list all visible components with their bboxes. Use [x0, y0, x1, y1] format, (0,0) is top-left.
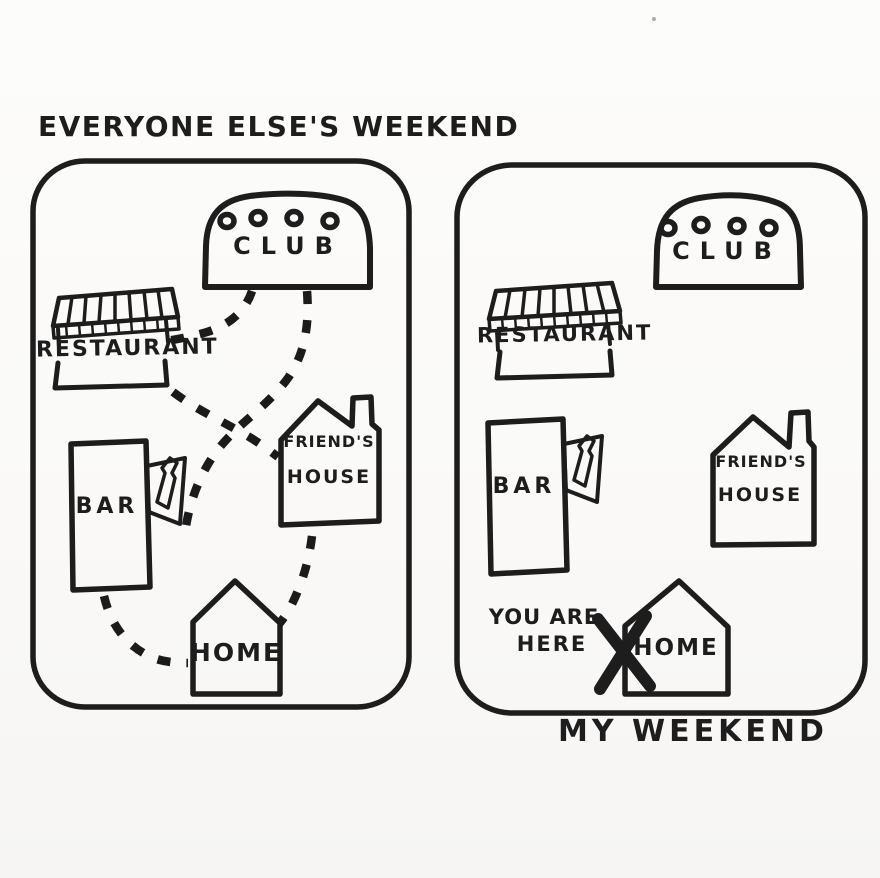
right-friends-house-label-line2: HOUSE — [717, 484, 803, 506]
left-restaurant-building — [52, 358, 170, 391]
left-map-title: EVERYONE ELSE'S WEEKEND — [38, 110, 520, 143]
route-bar-home — [99, 594, 189, 668]
fringe-tick — [500, 316, 505, 332]
awning-stripe — [156, 288, 164, 320]
bottle-icon — [572, 434, 596, 488]
you-are-here-label-line2: HERE — [516, 632, 588, 656]
right-bar-bottle-sign — [562, 434, 604, 504]
you-are-here-x-marker — [592, 610, 656, 695]
route-club-restaurant — [165, 289, 257, 346]
left-bar-label: BAR — [75, 494, 139, 519]
right-restaurant-label: RESTAURANT — [476, 320, 653, 348]
right-club-light-icon — [759, 218, 779, 238]
left-friends-house-building — [278, 394, 382, 528]
fringe-tick — [565, 312, 570, 328]
left-map-panel-outline — [30, 158, 412, 710]
bar-sign-flag — [562, 434, 604, 504]
fringe-tick — [552, 313, 557, 329]
fringe-tick — [578, 311, 583, 327]
right-map-title: MY WEEKEND — [558, 714, 828, 749]
awning-stripe — [127, 290, 133, 322]
fringe-tick — [539, 314, 544, 330]
awning-stripe — [536, 286, 542, 318]
left-home-label: HOME — [189, 638, 283, 667]
right-club-light-icon — [727, 216, 747, 236]
fringe-tick — [513, 315, 518, 331]
right-club-label: CLUB — [672, 237, 782, 265]
right-club-building — [653, 192, 804, 290]
left-club-light-icon — [284, 208, 304, 228]
left-club-building — [202, 190, 373, 290]
right-restaurant-awning-fringe — [487, 309, 623, 333]
right-friends-house-building — [710, 409, 817, 548]
awning-stripe — [66, 295, 74, 326]
left-awning-leg — [164, 319, 170, 344]
x-marker-stroke — [594, 610, 652, 695]
bar-sign-flag — [145, 456, 187, 526]
right-home-label: HOME — [633, 635, 719, 661]
bottle-icon — [155, 456, 179, 510]
right-restaurant-fringe-ticks — [500, 310, 609, 332]
awning-stripe — [581, 283, 589, 315]
left-home-building — [190, 578, 283, 697]
fringe-tick — [103, 320, 108, 336]
right-restaurant-building — [494, 348, 615, 381]
awning-stripe — [566, 284, 573, 316]
right-club-light-icon — [658, 218, 678, 238]
fringe-tick — [155, 316, 160, 332]
fringe-tick — [591, 311, 596, 327]
awning-stripe — [97, 293, 103, 324]
you-are-here-label-line1: YOU ARE — [488, 605, 600, 629]
right-map-panel-outline — [454, 162, 868, 716]
fringe-tick — [116, 319, 121, 335]
fringe-tick — [142, 317, 147, 333]
right-bar-label: BAR — [492, 474, 556, 499]
left-club-light-icon — [320, 211, 340, 231]
awning-stripe — [520, 287, 527, 319]
right-bar-building — [485, 416, 570, 577]
left-restaurant-fringe-ticks — [64, 316, 160, 339]
fringe-tick — [90, 321, 95, 337]
right-friends-house-label-line1: FRIEND'S — [715, 452, 807, 471]
left-restaurant-awning-fringe — [51, 315, 181, 340]
fringe-tick — [526, 314, 531, 330]
route-friends-house-home — [275, 535, 317, 627]
right-club-light-icon — [691, 215, 711, 235]
fringe-tick — [129, 318, 134, 334]
fringe-tick — [64, 323, 69, 339]
right-awning-leg — [495, 329, 500, 352]
left-friends-house-label-line2: HOUSE — [286, 466, 372, 488]
left-club-light-icon — [248, 208, 268, 228]
left-restaurant-label: RESTAURANT — [35, 334, 219, 363]
right-awning-leg — [606, 322, 612, 346]
awning-stripe — [142, 289, 149, 321]
left-club-label: CLUB — [233, 232, 343, 260]
left-friends-house-label-line1: FRIEND'S — [283, 432, 375, 451]
fringe-tick — [604, 310, 609, 326]
awning-stripe — [82, 294, 88, 325]
left-bar-building — [68, 438, 153, 593]
awning-stripe — [595, 282, 606, 314]
left-club-light-icon — [217, 211, 237, 231]
ink-speck — [652, 17, 656, 21]
left-restaurant-awning-stripes — [66, 288, 164, 326]
awning-stripe — [503, 288, 512, 320]
left-awning-leg — [56, 327, 61, 349]
left-bar-bottle-sign — [145, 456, 187, 526]
right-restaurant-awning-stripes — [503, 282, 606, 320]
fringe-tick — [77, 322, 82, 338]
route-club-bar — [180, 290, 312, 534]
right-home-building — [622, 578, 731, 697]
